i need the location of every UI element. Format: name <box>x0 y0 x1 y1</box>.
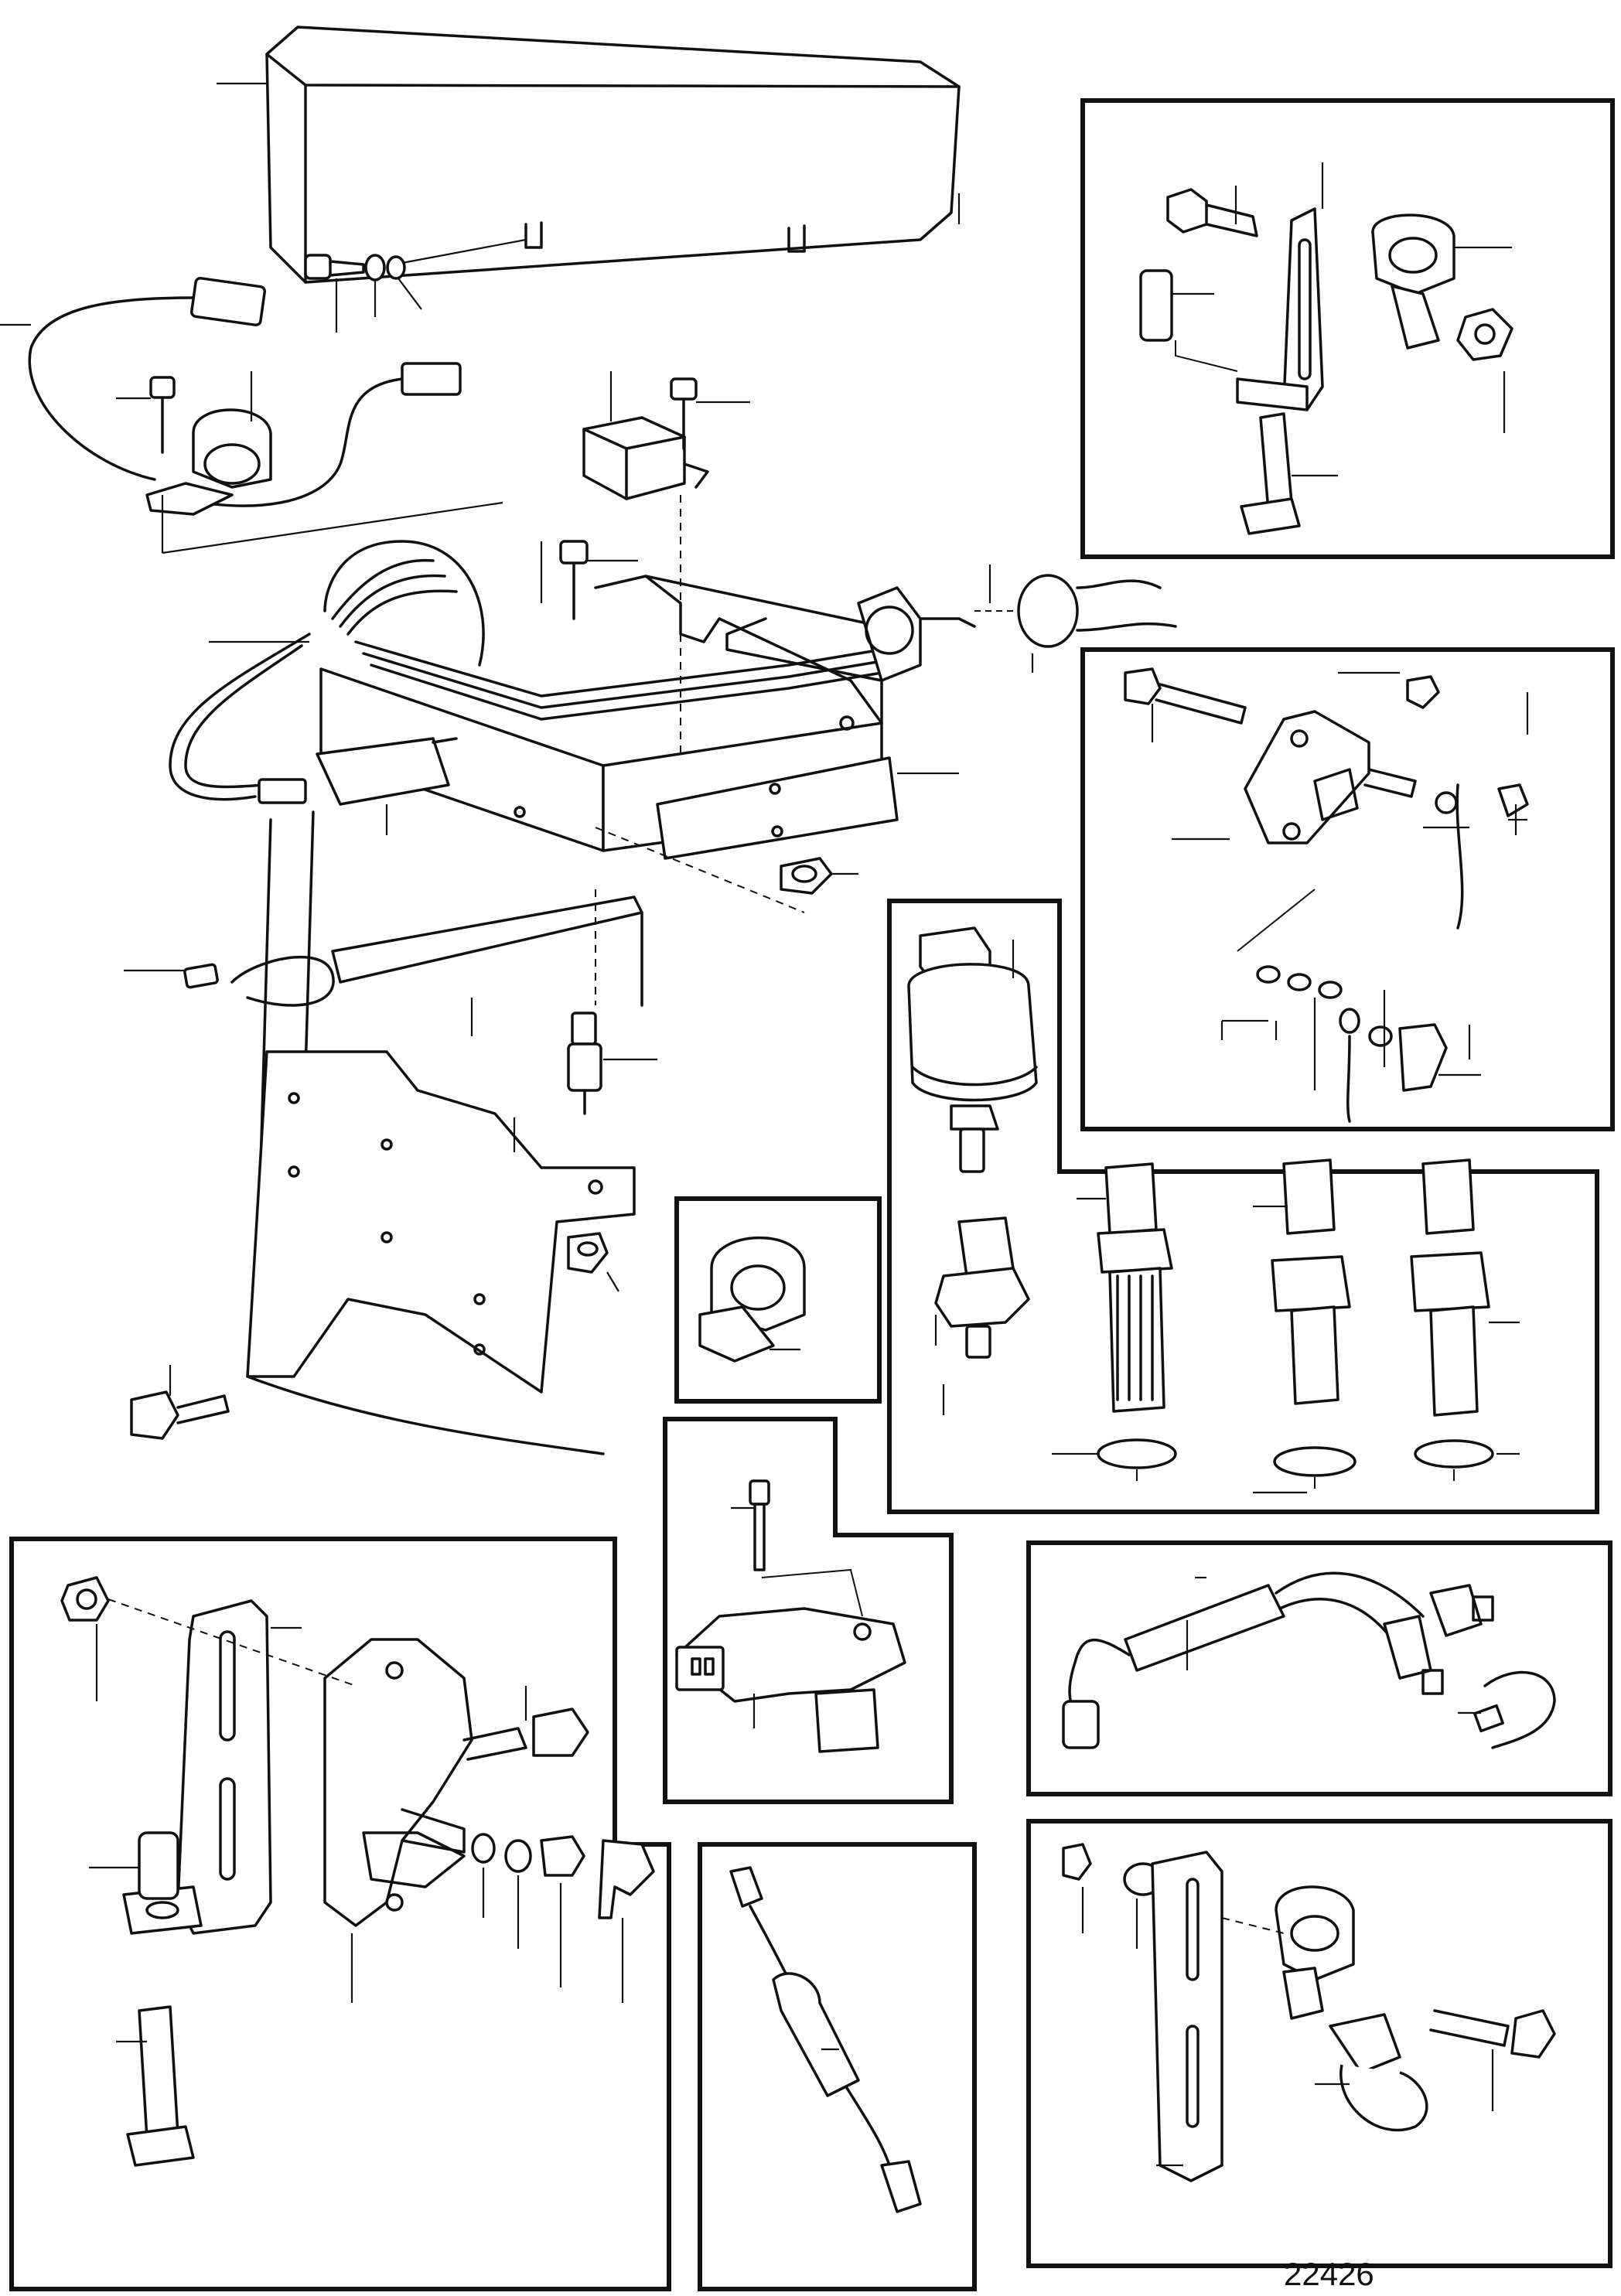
drawing-number-label: 22426 <box>1284 2256 1374 2292</box>
mounting-bracket-frame <box>319 575 959 860</box>
inset-mounting-plate <box>1080 647 1615 1131</box>
lower-bracket-plate <box>246 1050 636 1455</box>
inset-speed-sensor <box>663 1417 954 1804</box>
control-unit-cover <box>217 26 961 284</box>
lower-nut <box>567 1232 619 1292</box>
rubber-mount <box>567 889 657 1115</box>
inset-spacer-bracket <box>9 1537 671 2291</box>
frame-nut <box>595 827 858 913</box>
relay <box>582 371 709 766</box>
support-strap <box>124 896 643 1036</box>
lower-bolt <box>130 1365 230 1440</box>
relay-screw <box>670 377 750 450</box>
inset-sleeve-bracket <box>1080 98 1615 559</box>
main-assembly <box>0 26 1177 1455</box>
inset-cable-assembly <box>1026 1540 1612 1796</box>
junction-connector <box>258 737 458 835</box>
cover-screw <box>304 238 527 333</box>
inset-sensors <box>887 899 1599 1514</box>
inset-cable-plugs <box>698 1842 977 2291</box>
bracket-screw <box>540 540 638 620</box>
cable-clamp <box>145 371 503 554</box>
inset-adjustable-clamp <box>1026 1819 1612 2268</box>
sensor-cable <box>0 277 462 507</box>
round-connector <box>857 565 1177 682</box>
clamp-screw <box>116 376 176 454</box>
wiring-harness <box>169 540 883 801</box>
inset-small-clamp <box>674 1196 882 1404</box>
